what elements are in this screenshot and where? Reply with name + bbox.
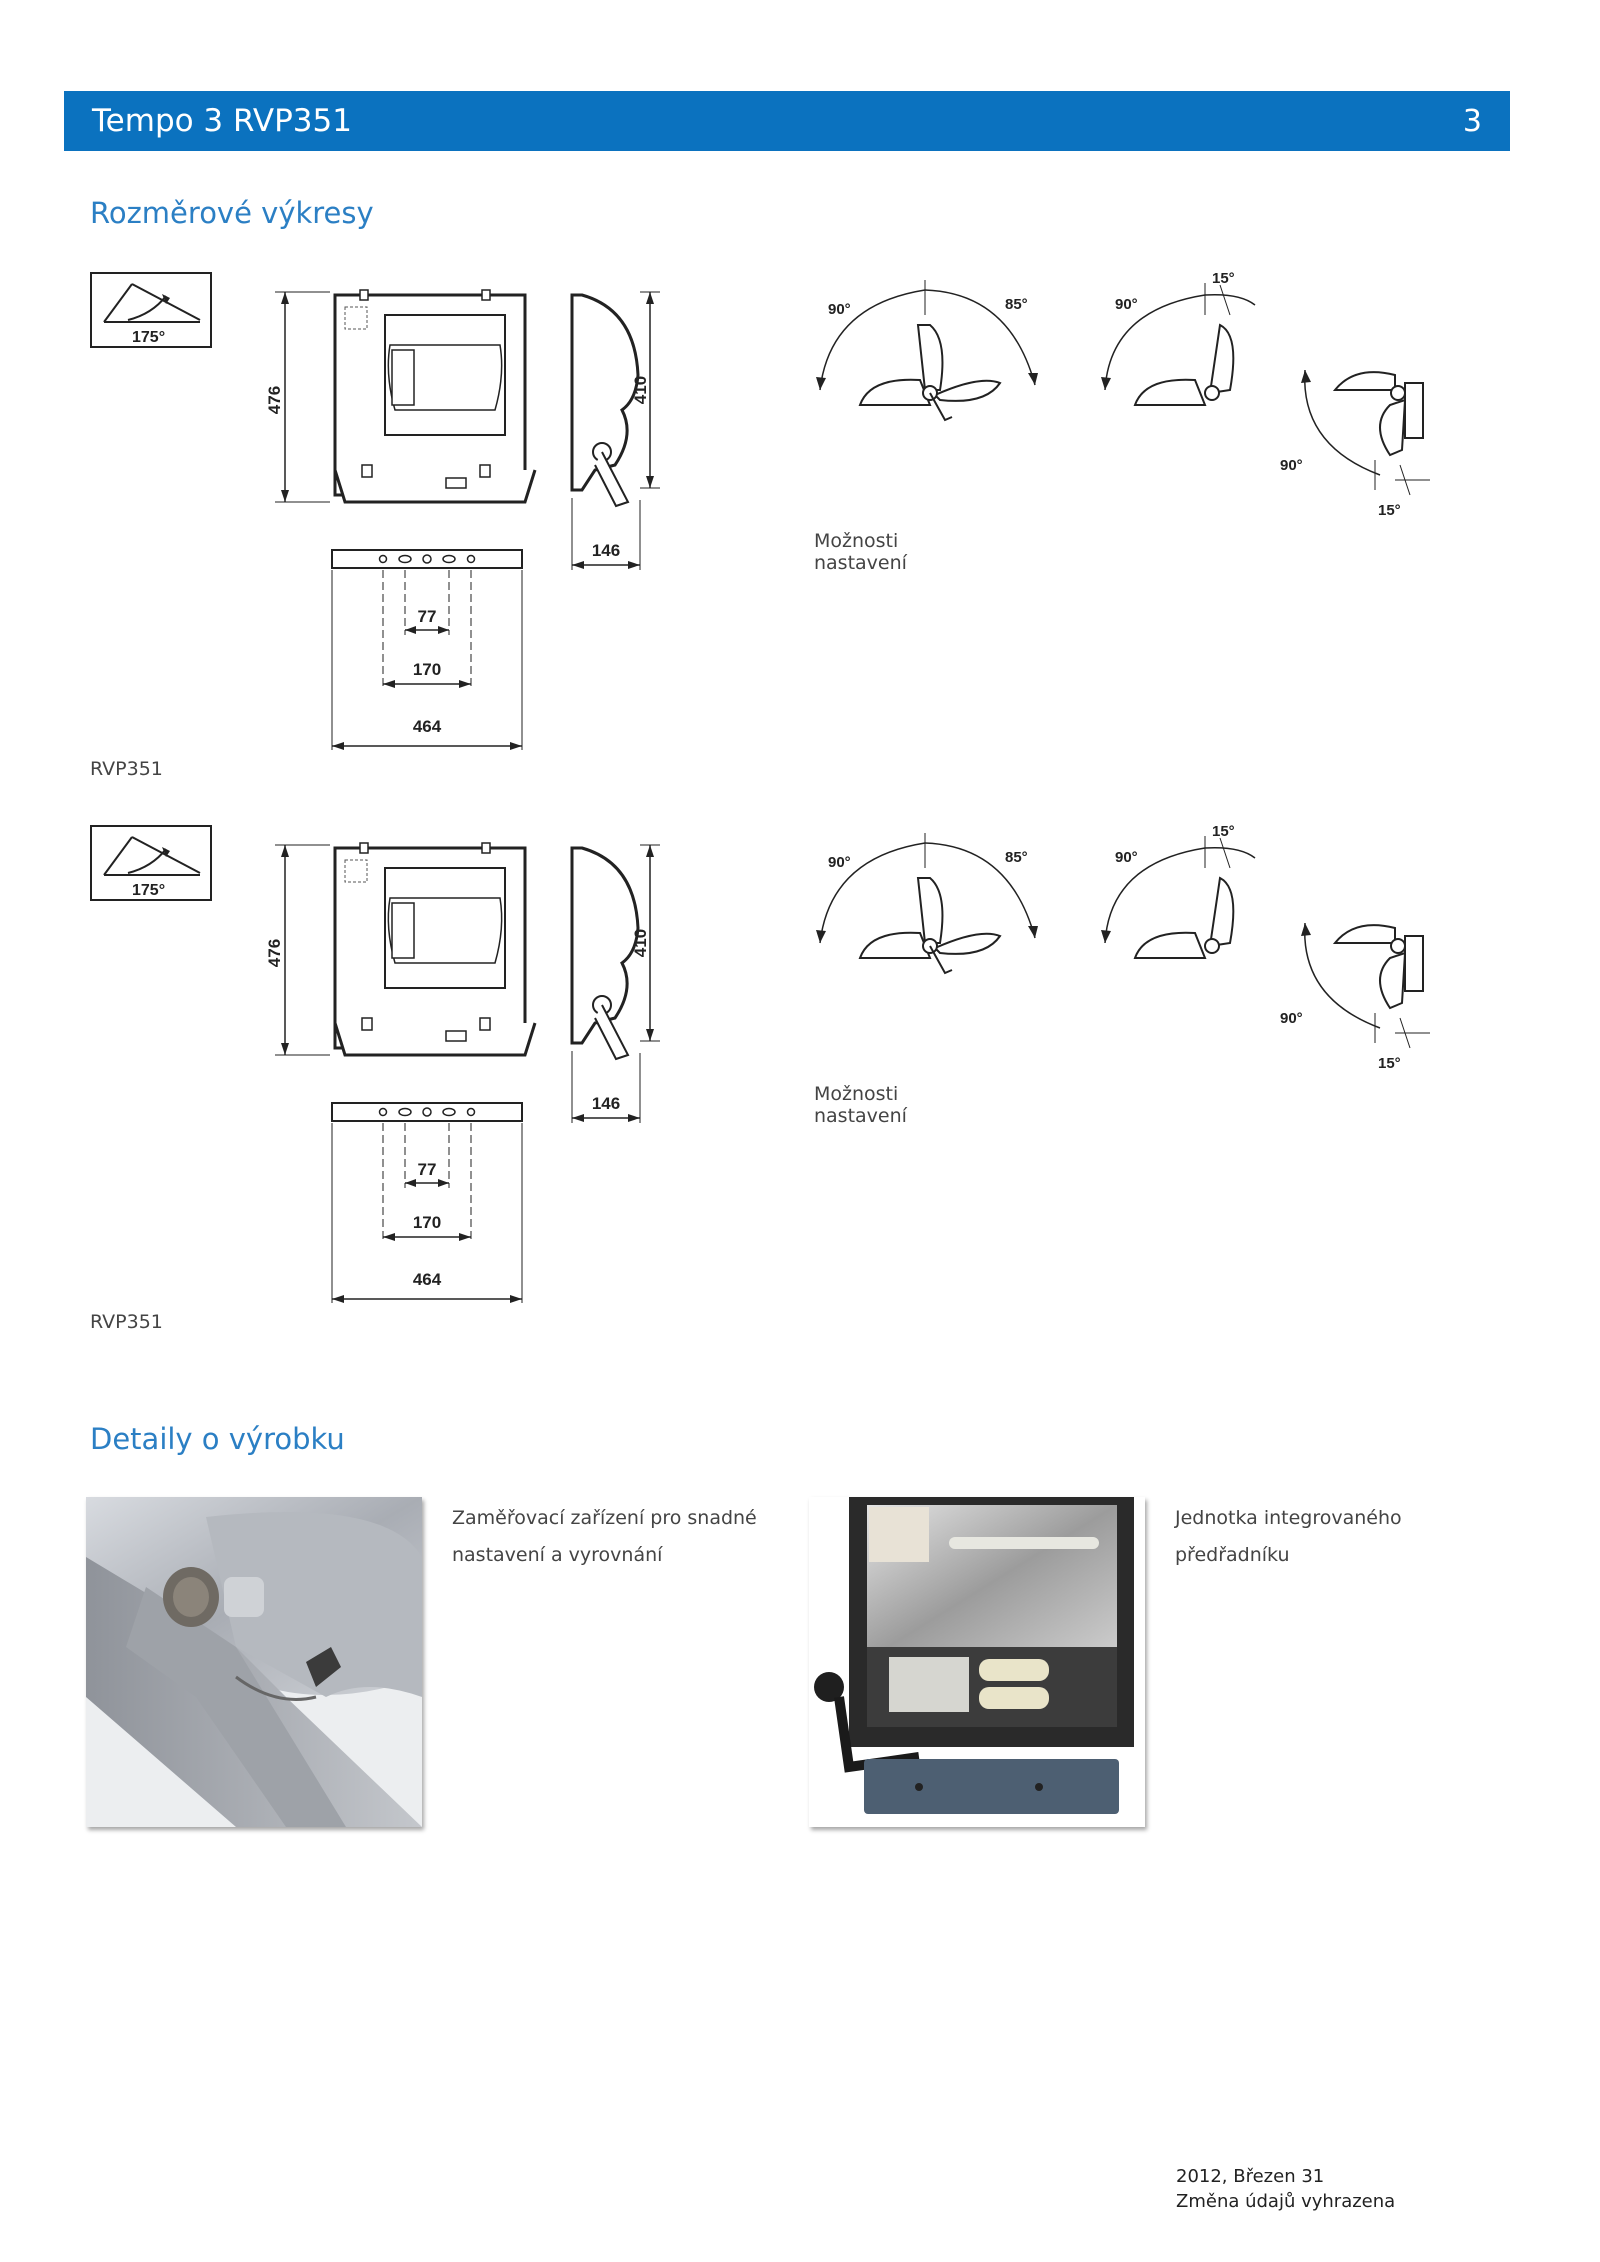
width-label: 464 [413, 1270, 442, 1289]
adjust-angle-label: 85° [1005, 849, 1028, 866]
document-title: Tempo 3 RVP351 [92, 103, 352, 139]
tilt-angle-icon: 175° [103, 836, 201, 899]
hole-spacing-inner-label: 77 [418, 1160, 437, 1179]
aiming-device-photo [86, 1497, 422, 1827]
front-side-drawing: 476 410 146 [265, 842, 660, 1303]
depth-label: 146 [592, 1094, 620, 1113]
adjust-angle-label: 90° [1280, 457, 1303, 474]
adjust-angle-label: 90° [1115, 296, 1138, 313]
height-front-label: 476 [265, 939, 284, 967]
page-header: Tempo 3 RVP351 3 [64, 91, 1510, 151]
width-label: 464 [413, 717, 442, 736]
hole-spacing-outer-label: 170 [413, 1213, 441, 1232]
height-front-label: 476 [265, 386, 284, 414]
adjust-angle-label: 15° [1212, 270, 1235, 287]
model-label: RVP351 [90, 758, 163, 780]
ballast-unit-photo [809, 1497, 1145, 1827]
height-side-label: 410 [631, 929, 650, 957]
ballast-unit-caption: Jednotka integrovaného předřadníku [1175, 1507, 1402, 1566]
hole-spacing-inner-label: 77 [418, 607, 437, 626]
height-side-label: 410 [631, 376, 650, 404]
hole-spacing-outer-label: 170 [413, 660, 441, 679]
depth-label: 146 [592, 541, 620, 560]
tilt-angle-icon: 175° [103, 283, 201, 346]
tilt-angle-label: 175° [132, 329, 165, 346]
section-title-details: Detaily o výrobku [90, 1422, 345, 1456]
adjustment-caption: Možnosti nastavení [814, 1083, 907, 1127]
adjust-angle-label: 85° [1005, 296, 1028, 313]
page-number: 3 [1462, 103, 1482, 139]
tilt-angle-box: 175° [90, 272, 212, 348]
aiming-device-caption: Zaměřovací zařízení pro snadné nastavení… [452, 1507, 757, 1566]
tilt-angle-label: 175° [132, 882, 165, 899]
adjust-angle-label: 90° [1115, 849, 1138, 866]
adjust-angle-label: 90° [1280, 1010, 1303, 1027]
footer: 2012, Březen 31 Změna údajů vyhrazena [1176, 2164, 1395, 2214]
adjust-angle-label: 15° [1378, 502, 1401, 519]
adjust-angle-label: 15° [1212, 823, 1235, 840]
adjust-angle-label: 90° [828, 854, 851, 871]
tilt-angle-box: 175° [90, 825, 212, 901]
adjustment-options-drawing: 90° 85° 90° 15° 90° 15° [816, 823, 1430, 1072]
front-side-drawing: 476 410 146 [265, 289, 660, 750]
footer-date: 2012, Březen 31 [1176, 2166, 1325, 2187]
model-label: RVP351 [90, 1311, 163, 1333]
footer-note: Změna údajů vyhrazena [1176, 2191, 1396, 2212]
adjustment-options-drawing: 90° 85° 90° 15° 90° 15° [816, 270, 1430, 519]
adjust-angle-label: 90° [828, 301, 851, 318]
section-title-drawings: Rozměrové výkresy [90, 196, 374, 230]
adjustment-caption: Možnosti nastavení [814, 530, 907, 574]
adjust-angle-label: 15° [1378, 1055, 1401, 1072]
